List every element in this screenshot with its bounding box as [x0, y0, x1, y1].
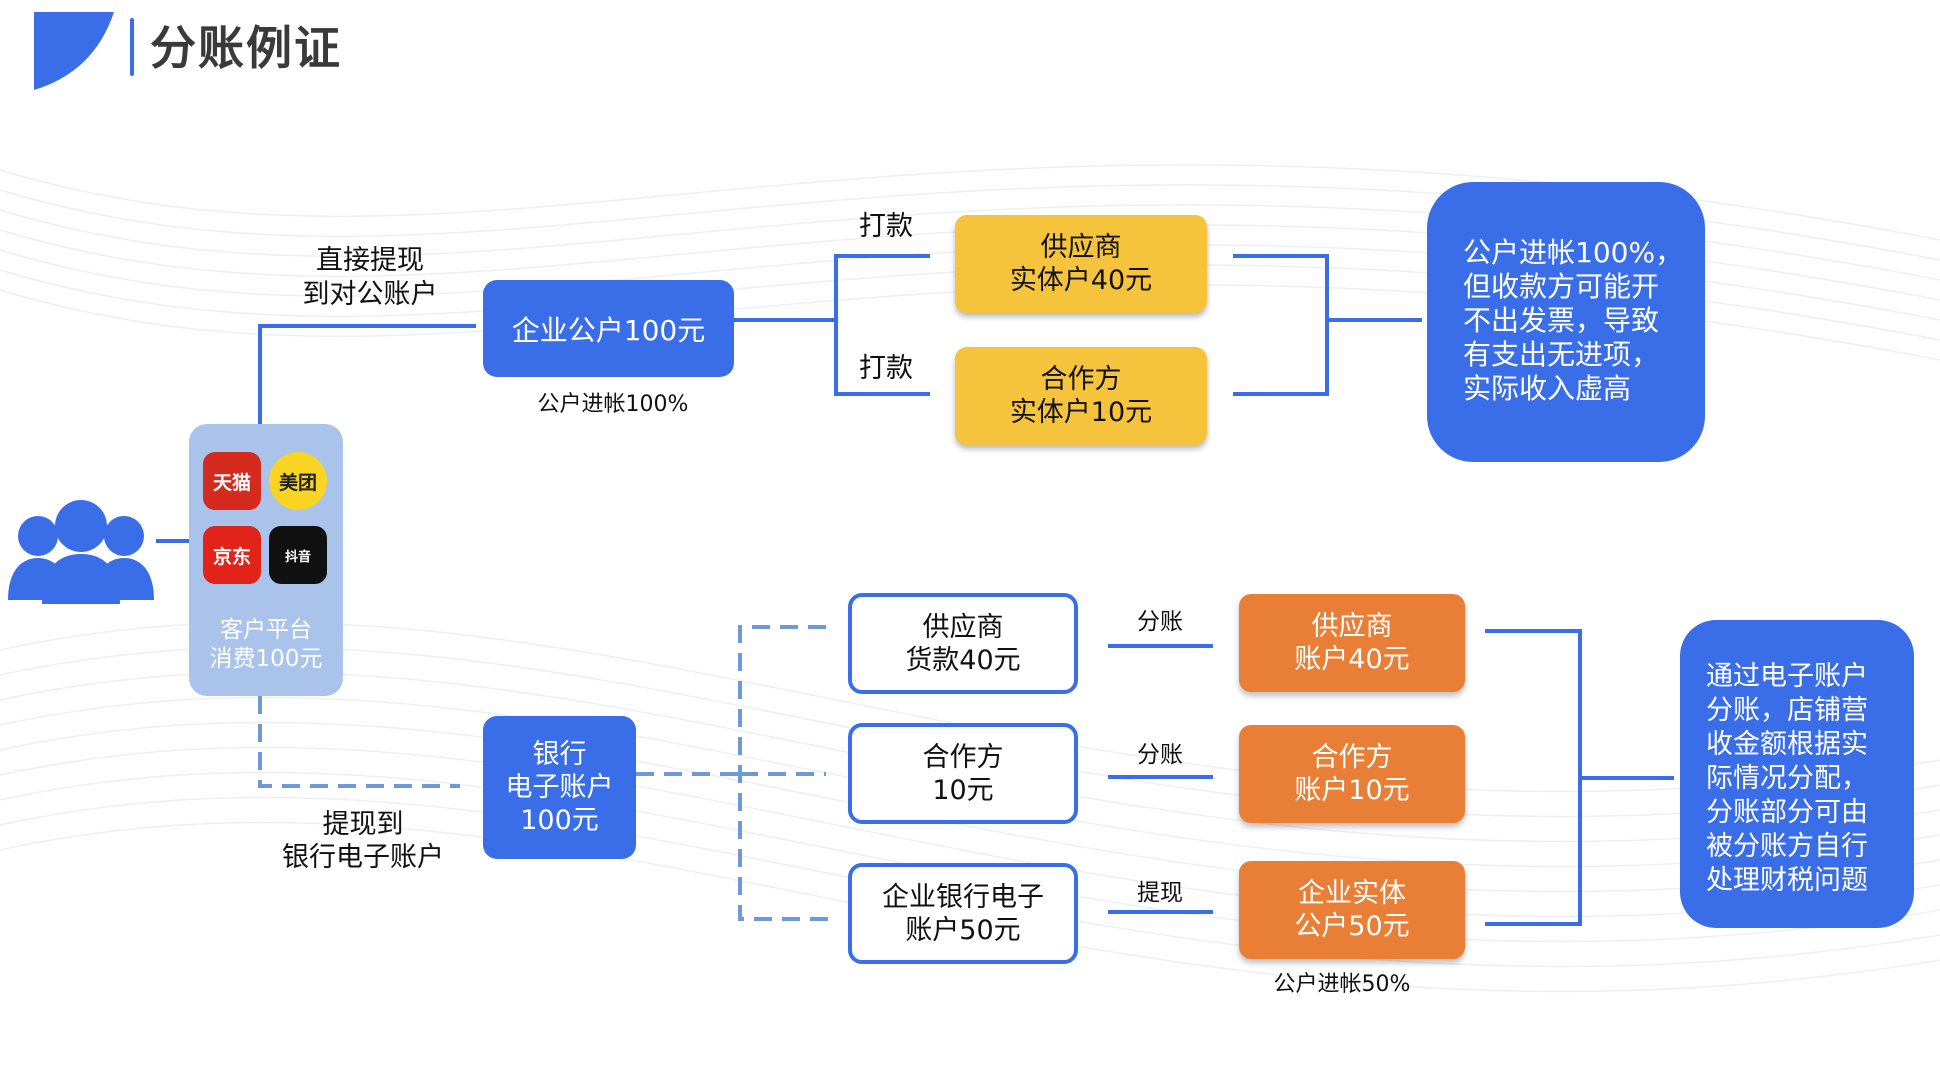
users-icon	[8, 500, 154, 604]
label-pay-2: 打款	[859, 353, 913, 384]
node-company-account: 企业公户100元	[483, 280, 734, 377]
node-supplier-top: 供应商 实体户40元	[955, 215, 1207, 313]
label-withdraw-bank: 提现到 银行电子账户	[282, 809, 444, 873]
label-split-2: 分账	[1137, 742, 1183, 768]
label-company-income: 公户进帐100%	[537, 392, 689, 417]
page-title: 分账例证	[150, 21, 342, 75]
logo-shape	[34, 12, 114, 90]
customer-platform-card: 天猫 美团 京东 抖音 客户平台 消费100元	[189, 424, 343, 696]
node-partner-mid: 合作方 10元	[848, 723, 1078, 824]
douyin-app-icon: 抖音	[269, 526, 327, 584]
jd-app-icon: 京东	[203, 526, 261, 584]
meituan-app-icon: 美团	[269, 452, 327, 510]
note-bottom: 通过电子账户 分账，店铺营 收金额根据实 际情况分配， 分账部分可由 被分账方自…	[1680, 620, 1914, 928]
platform-label: 客户平台 消费100元	[209, 617, 323, 672]
label-pay-1: 打款	[859, 211, 913, 242]
node-partner-out: 合作方 账户10元	[1239, 725, 1465, 823]
label-enterprise-income: 公户进帐50%	[1273, 972, 1411, 997]
label-withdraw-1: 提现	[1137, 880, 1183, 906]
label-split-1: 分账	[1137, 609, 1183, 635]
node-enterprise-out: 企业实体 公户50元	[1239, 861, 1465, 959]
title-accent-bar	[130, 18, 134, 76]
node-partner-top: 合作方 实体户10元	[955, 347, 1207, 445]
node-bank-account: 银行 电子账户 100元	[483, 716, 636, 859]
node-supplier-out: 供应商 账户40元	[1239, 594, 1465, 692]
node-supplier-mid: 供应商 货款40元	[848, 593, 1078, 694]
node-enterprise-bank: 企业银行电子 账户50元	[848, 863, 1078, 964]
label-direct-withdraw: 直接提现 到对公账户	[302, 245, 438, 310]
tmall-app-icon: 天猫	[203, 452, 261, 510]
note-top: 公户进帐100%， 但收款方可能开 不出发票，导致 有支出无进项， 实际收入虚高	[1427, 182, 1705, 462]
